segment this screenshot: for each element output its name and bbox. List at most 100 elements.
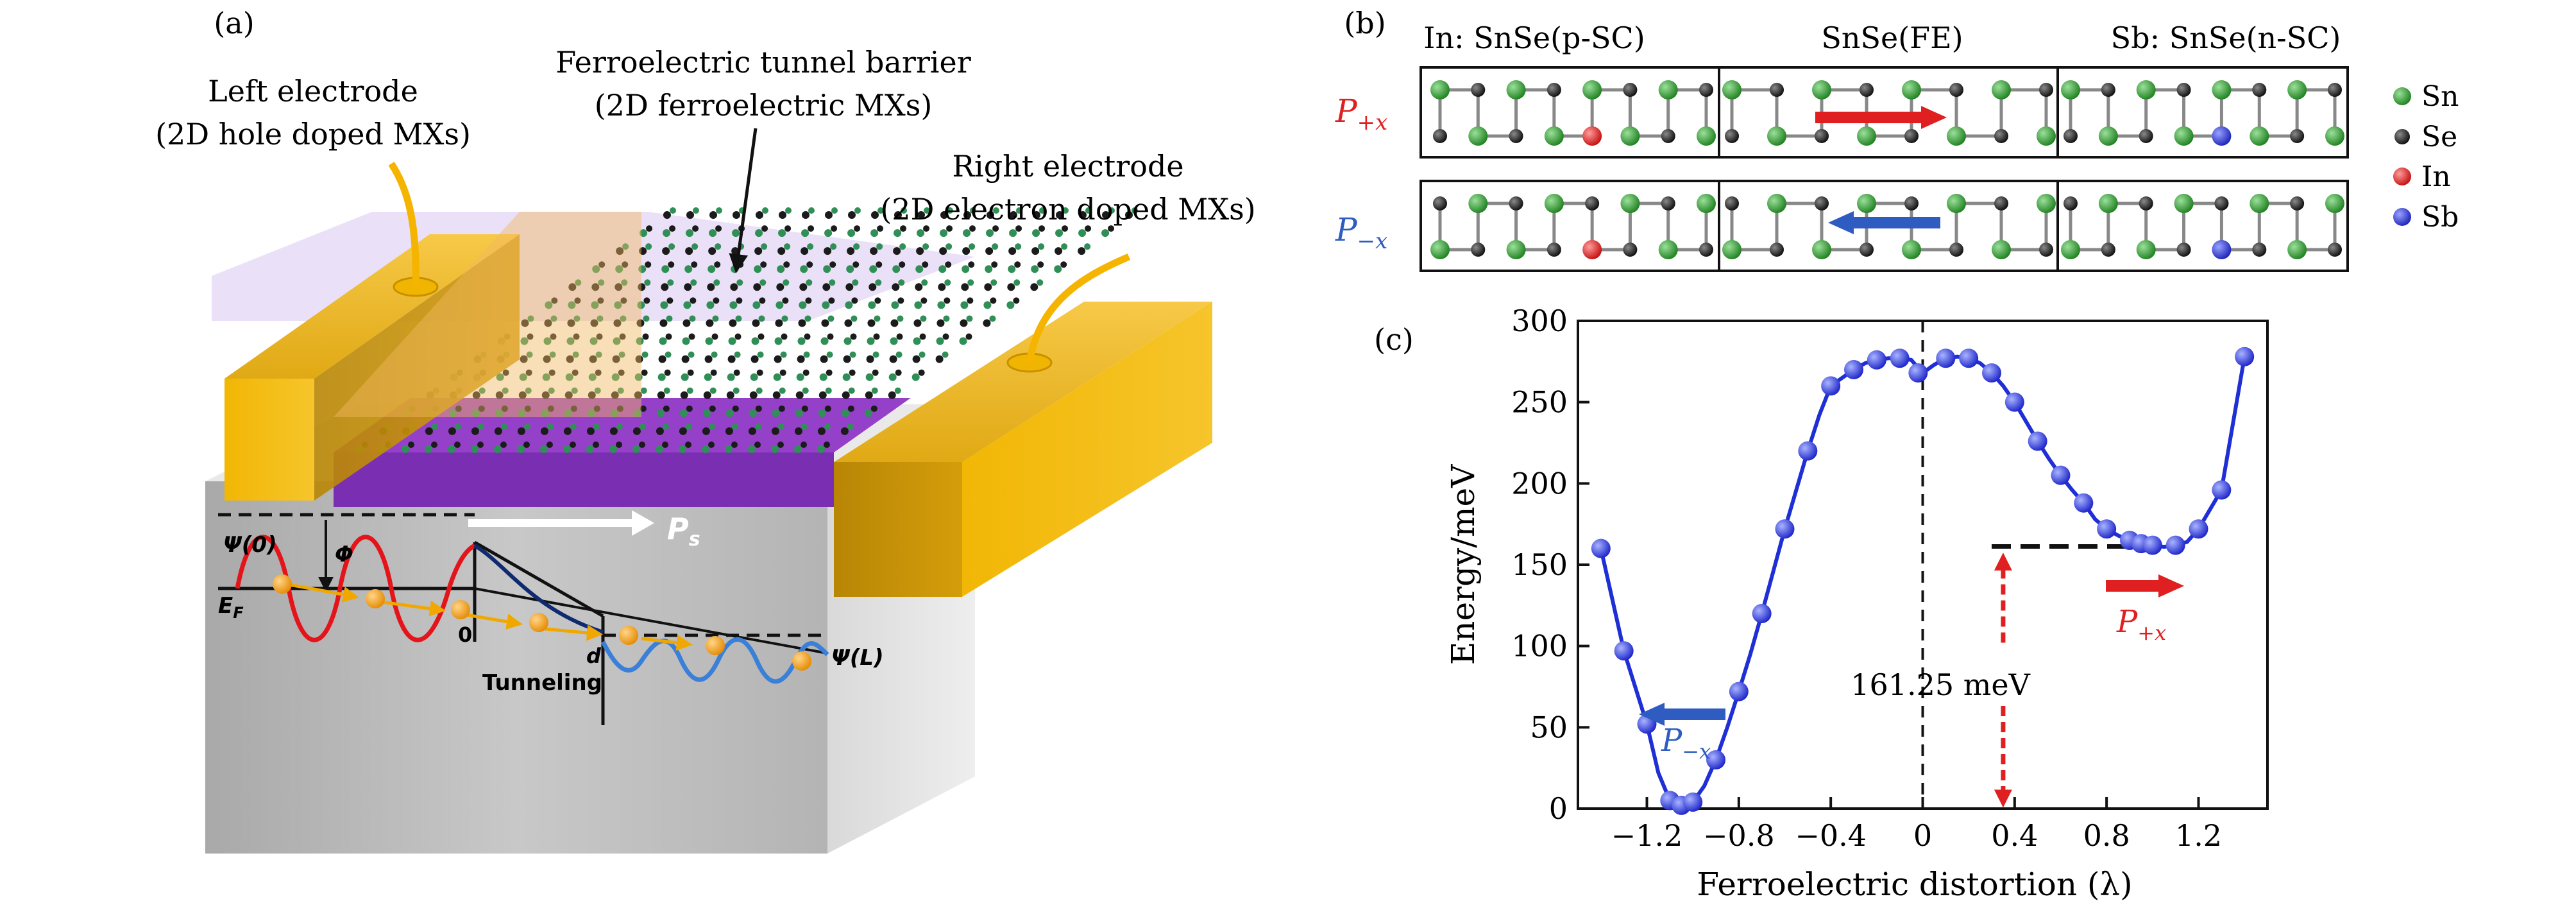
x-tick-label: 0.8	[2083, 818, 2130, 853]
chain-atom	[870, 247, 878, 255]
chain-atom	[985, 265, 993, 273]
chain-atom	[1031, 265, 1039, 273]
chain-atom	[612, 355, 620, 363]
chain-atom	[679, 445, 686, 453]
chain-atom	[1015, 225, 1022, 232]
fermi-label: EF	[218, 593, 244, 622]
chain-atom	[656, 445, 663, 453]
chain-atom	[852, 261, 860, 268]
chain-atom	[1102, 211, 1110, 219]
right-electrode-front	[834, 462, 962, 597]
chain-atom	[875, 279, 882, 286]
atom	[2037, 194, 2056, 213]
energy-point	[1867, 350, 1886, 370]
chain-atom	[663, 211, 671, 219]
chain-atom	[756, 387, 763, 394]
atom	[1992, 80, 2011, 99]
chain-atom	[521, 319, 529, 327]
chain-atom	[924, 207, 930, 214]
chain-atom	[894, 229, 902, 237]
chain-atom	[921, 279, 928, 286]
chain-atom	[685, 442, 691, 448]
atom	[2039, 83, 2053, 97]
right-electrode-side	[962, 302, 1212, 597]
header-p-sc: In: SnSe(p-SC)	[1423, 21, 1645, 55]
chain-atom	[541, 409, 549, 417]
chain-atom	[540, 427, 548, 435]
chain-atom	[888, 391, 896, 399]
chain-atom	[715, 243, 722, 250]
chain-atom	[636, 319, 645, 327]
structure-atoms	[1430, 80, 2344, 259]
chain-atom	[888, 373, 897, 381]
chain-atom	[598, 261, 606, 268]
chain-atom	[593, 405, 600, 412]
chain-atom	[900, 225, 907, 232]
chain-atom	[901, 207, 907, 214]
chain-atom	[517, 445, 525, 453]
chain-atom	[702, 409, 711, 417]
tunneling-label: Tunneling	[482, 670, 602, 696]
chain-atom	[669, 225, 676, 232]
chain-atom	[1032, 229, 1040, 237]
chain-atom	[818, 391, 827, 399]
chain-atom	[783, 279, 790, 286]
tunneling-schematic: Ψ(0) Φ EF 0 d Tunneling Ψ(L)	[218, 513, 884, 725]
chain-atom	[733, 211, 740, 219]
chain-atom	[754, 442, 761, 448]
right-electrode-title: Right electrode	[952, 149, 1183, 184]
left-electrode-front	[225, 379, 314, 501]
chain-atom	[472, 391, 480, 399]
header-fe: SnSe(FE)	[1821, 21, 1963, 55]
atom	[2174, 126, 2194, 146]
chain-atom	[804, 333, 811, 340]
chain-atom	[431, 423, 438, 430]
chain-atom	[938, 265, 947, 273]
chain-atom	[797, 355, 805, 363]
left-electrode-inner	[334, 212, 641, 417]
atom	[1994, 129, 2008, 143]
atom	[2250, 126, 2269, 146]
chain-atom	[892, 283, 900, 291]
chain-atom	[851, 297, 858, 304]
chain-atom	[1085, 207, 1092, 214]
chain-atom	[707, 283, 715, 291]
chain-atom	[865, 391, 873, 399]
chain-atom	[872, 351, 879, 358]
chain-atom	[771, 427, 779, 435]
chain-atom	[622, 243, 629, 250]
chain-atom	[869, 265, 877, 273]
chain-atom	[773, 373, 781, 381]
chain-atom	[899, 243, 906, 250]
chain-atom	[639, 247, 647, 255]
atom	[2063, 129, 2078, 143]
barrier-annotation: 161.25 meV	[1851, 667, 2030, 702]
panel-b-label: (b)	[1344, 6, 1385, 40]
atom	[1658, 240, 1678, 259]
chain-atom	[801, 247, 809, 255]
atom	[1992, 240, 2011, 259]
fermi-level-slope	[474, 587, 828, 655]
panel-a: (a) Ps	[155, 6, 1256, 854]
chain-atom	[845, 283, 854, 291]
chain-atom	[758, 315, 765, 322]
atom	[1767, 126, 1786, 146]
row-label-plus: P+x	[1335, 92, 1387, 135]
chain-atom	[1008, 247, 1017, 255]
chain-atom	[865, 373, 874, 381]
chain-atom	[734, 351, 741, 358]
legend-se: Se	[2421, 121, 2457, 153]
chain-atom	[842, 391, 850, 399]
x-tick-label: 1.2	[2175, 818, 2222, 853]
chain-atom	[568, 301, 576, 309]
atom	[1812, 80, 1831, 99]
chain-atom	[817, 427, 826, 435]
chain-atom	[716, 207, 722, 214]
chain-atom	[709, 211, 717, 219]
chain-atom	[455, 405, 462, 412]
atom	[1661, 196, 1675, 210]
y-axis-label: Energy/meV	[1445, 464, 1482, 665]
chain-atom	[817, 445, 825, 453]
p-plus-arrow-head	[2158, 574, 2184, 597]
